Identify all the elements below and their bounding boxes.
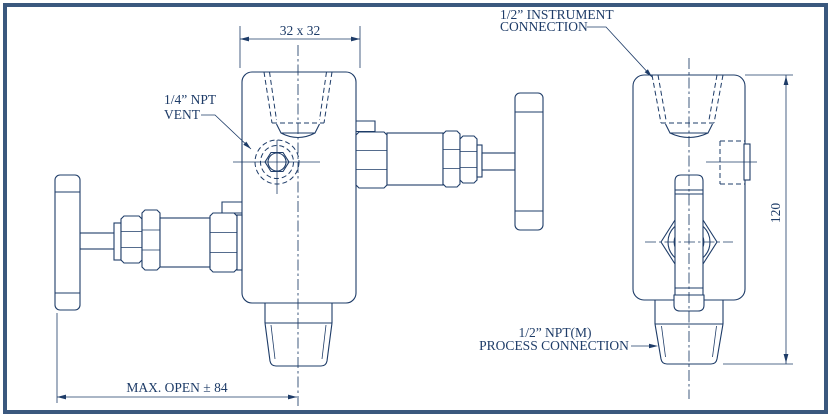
valve-stem [79, 232, 118, 250]
process-port-front [264, 303, 333, 367]
instrument-port-front [263, 71, 333, 139]
vent-port-side [706, 140, 757, 185]
gland-cylinder [386, 132, 444, 186]
vent-annotation: 1/4” NPT VENT [164, 92, 252, 150]
dimension-label: MAX. OPEN ± 84 [126, 380, 227, 395]
dimensions: 32 x 32 MAX. OPEN ± 84 120 [56, 23, 793, 403]
side-view [632, 58, 757, 399]
vent-port-front [233, 139, 320, 194]
vent-label-line2: VENT [164, 107, 201, 122]
hex-nut [141, 209, 161, 271]
dimension-top-width: 32 x 32 [239, 23, 361, 68]
process-label-line1: 1/2” NPT(M) [518, 325, 591, 340]
dimension-max-open: MAX. OPEN ± 84 [56, 313, 297, 403]
instrument-label-line1: 1/2” INSTRUMENT [500, 7, 614, 22]
process-label-line2: PROCESS CONNECTION [479, 338, 629, 353]
vent-label-line1: 1/4” NPT [164, 92, 217, 107]
hex-nut [442, 130, 461, 188]
valve-stem [481, 152, 516, 171]
drawing-border [3, 3, 828, 414]
t-handle [54, 174, 81, 311]
block-valve-assembly [54, 174, 243, 311]
valve-body-front [241, 71, 357, 304]
bonnet-hex [209, 212, 238, 273]
bonnet-hex [355, 131, 388, 189]
front-view [54, 45, 544, 406]
annotations: 1/4” NPT VENT 1/2” INSTRUMENT CONNECTION… [164, 7, 658, 353]
dimension-label: 120 [768, 203, 783, 224]
dimension-height: 120 [723, 74, 793, 365]
process-port-side [654, 300, 724, 365]
dimension-label: 32 x 32 [280, 23, 321, 38]
hex-nut [459, 135, 478, 184]
hex-nut [120, 215, 143, 264]
instrument-annotation: 1/2” INSTRUMENT CONNECTION [500, 7, 653, 78]
bleed-valve-assembly [355, 92, 544, 231]
t-handle [514, 92, 544, 231]
process-annotation: 1/2” NPT(M) PROCESS CONNECTION [479, 325, 658, 353]
instrument-label-line2: CONNECTION [500, 19, 588, 34]
gland-cylinder [159, 217, 211, 268]
